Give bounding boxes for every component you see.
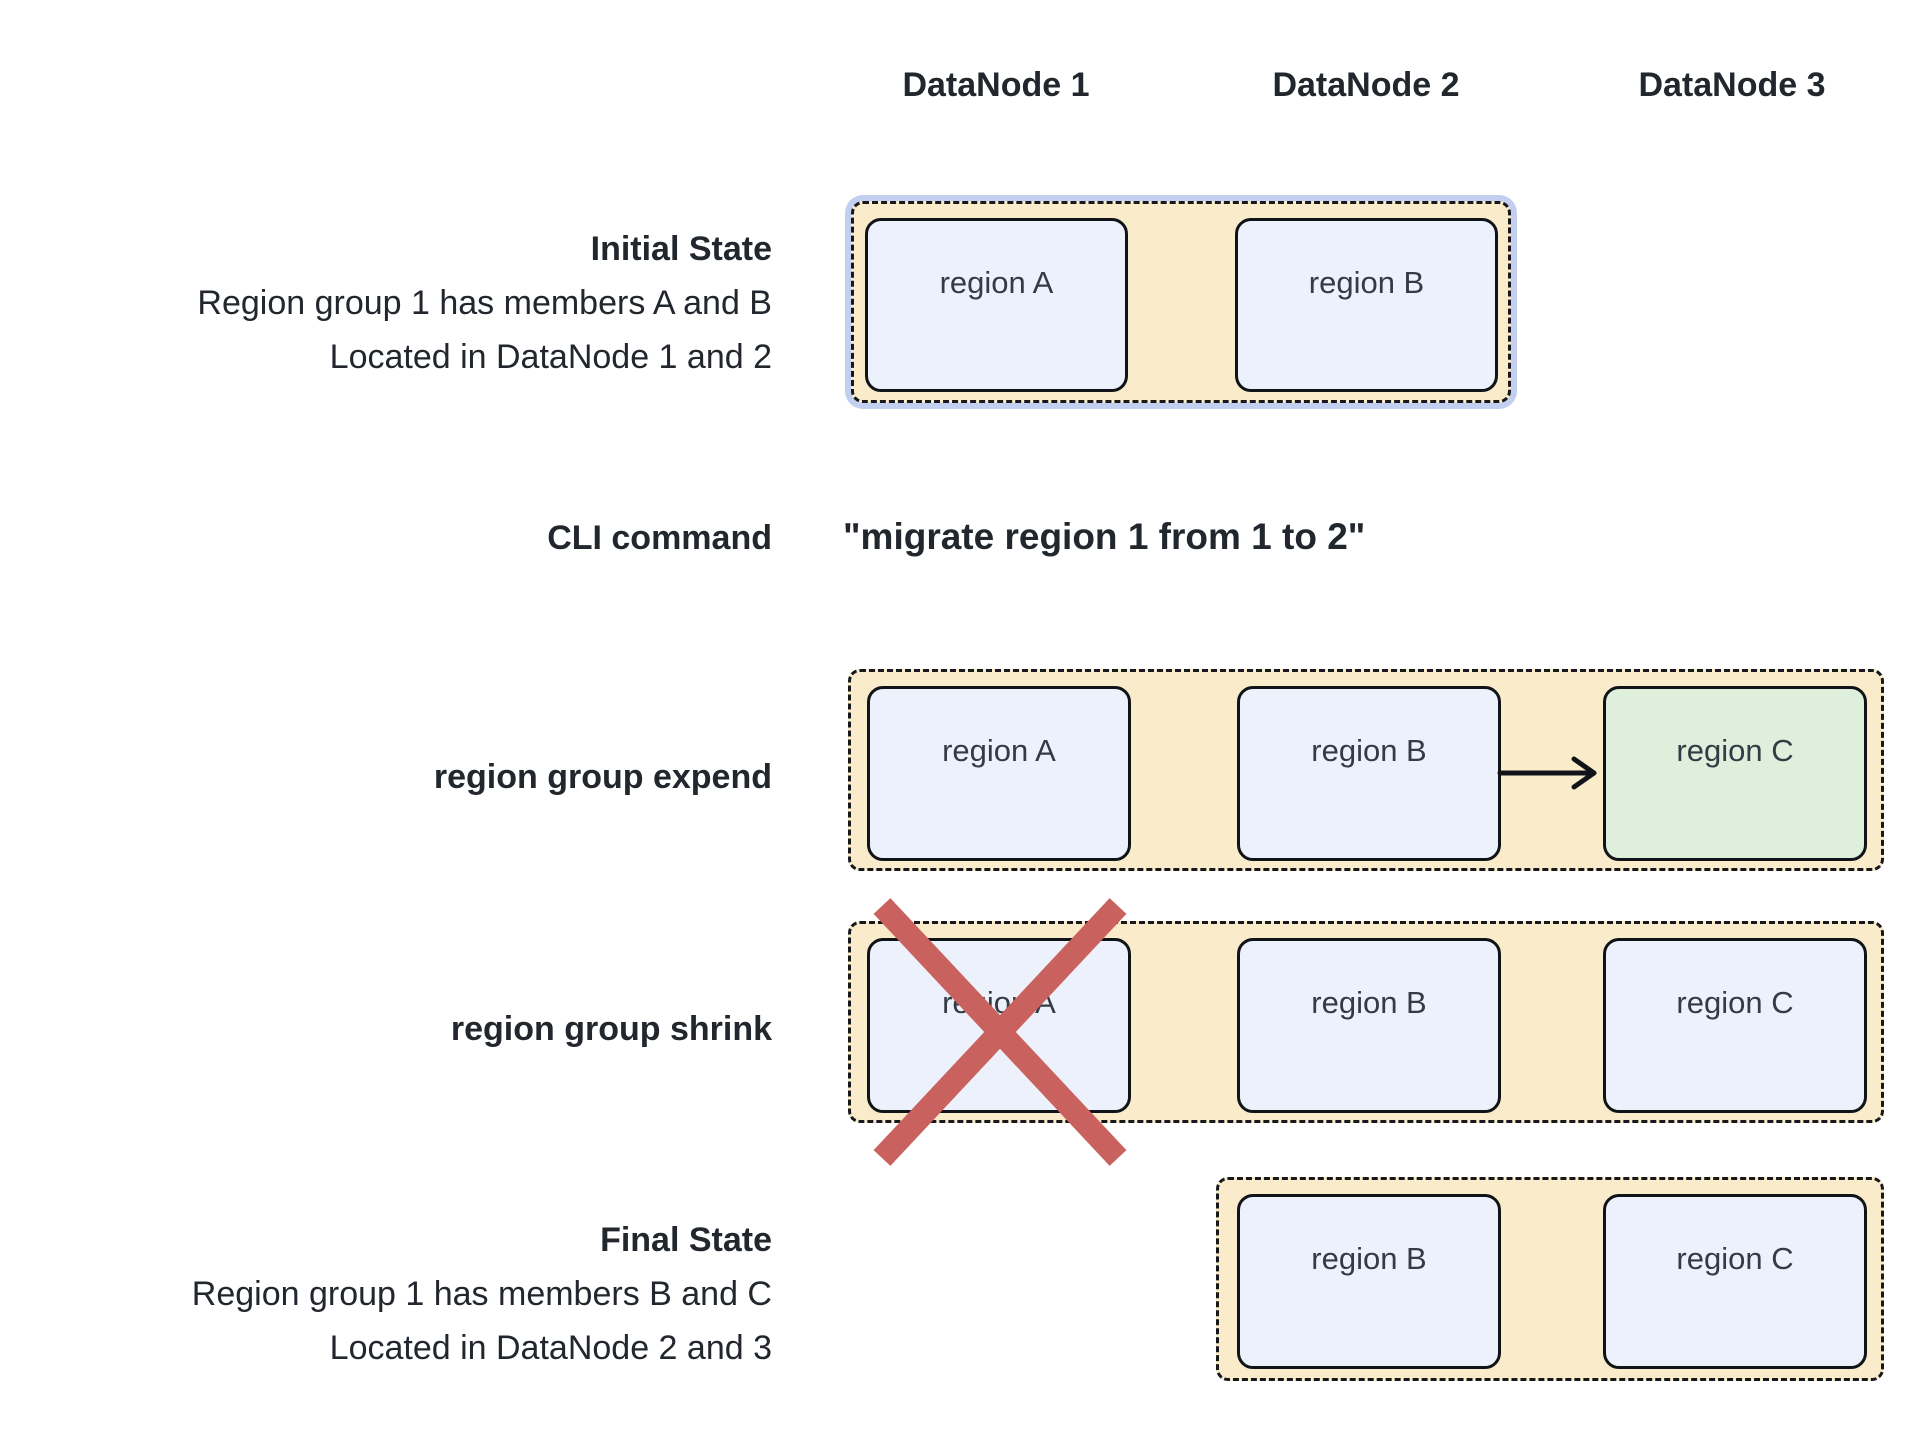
- region-b-label: region B: [1311, 733, 1427, 768]
- region-b-label: region B: [1311, 1241, 1427, 1276]
- region-b-node-initial: region B: [1235, 218, 1498, 392]
- region-b-label: region B: [1308, 265, 1425, 300]
- final-state-line2: Located in DataNode 2 and 3: [329, 1329, 772, 1367]
- region-b-node-expend: region B: [1237, 686, 1501, 861]
- initial-state-line1: Region group 1 has members A and B: [197, 284, 772, 322]
- initial-state-line2: Located in DataNode 1 and 2: [329, 338, 772, 376]
- initial-state-title: Initial State: [590, 230, 772, 268]
- region-a-node-expend: region A: [867, 686, 1131, 861]
- region-c-node-new: region C: [1603, 686, 1867, 861]
- initial-region-group: region A region B: [851, 201, 1511, 403]
- region-group-shrink-label: region group shrink: [450, 1010, 772, 1048]
- region-a-node-initial: region A: [865, 218, 1128, 392]
- region-a-label: region A: [942, 985, 1056, 1020]
- shrink-region-group: region A region B region C: [848, 921, 1884, 1123]
- region-c-node-final: region C: [1603, 1194, 1867, 1369]
- final-state-line1: Region group 1 has members B and C: [191, 1275, 772, 1313]
- final-region-group: region B region C: [1216, 1177, 1884, 1381]
- initial-state-label: Initial State Region group 1 has members…: [197, 222, 772, 384]
- region-b-node-shrink: region B: [1237, 938, 1501, 1113]
- datanode-3-header: DataNode 3: [1638, 66, 1826, 104]
- final-state-label: Final State Region group 1 has members B…: [192, 1213, 772, 1375]
- region-b-node-final: region B: [1237, 1194, 1501, 1369]
- cli-command-text: "migrate region 1 from 1 to 2": [843, 516, 1366, 557]
- region-a-label: region A: [942, 733, 1056, 768]
- region-c-label: region C: [1676, 733, 1794, 768]
- region-a-label: region A: [939, 265, 1054, 300]
- cli-command-label: CLI command: [547, 519, 772, 557]
- region-c-label: region C: [1676, 985, 1794, 1020]
- region-c-node-shrink: region C: [1603, 938, 1867, 1113]
- datanode-1-header: DataNode 1: [902, 66, 1090, 104]
- region-b-label: region B: [1311, 985, 1427, 1020]
- datanode-2-header: DataNode 2: [1272, 66, 1460, 104]
- region-c-label: region C: [1676, 1241, 1794, 1276]
- final-state-title: Final State: [600, 1221, 772, 1259]
- expend-region-group: region A region B region C: [848, 669, 1884, 871]
- region-group-expend-label: region group expend: [433, 758, 772, 796]
- region-a-node-removed: region A: [867, 938, 1131, 1113]
